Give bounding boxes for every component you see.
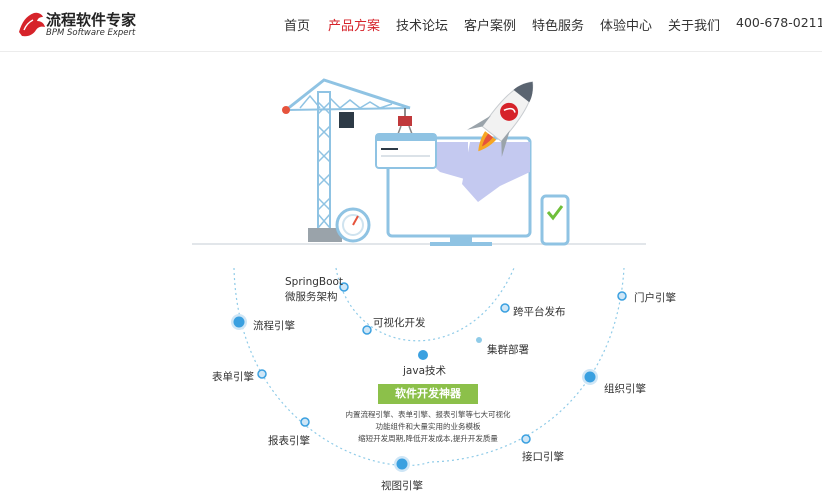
label-flow-engine: 流程引擎 (253, 320, 295, 332)
dot-org-engine (584, 371, 596, 383)
site-logo[interactable]: 流程软件专家 BPM Software Expert (16, 8, 146, 42)
label-microservice: 微服务架构 (285, 291, 338, 303)
rocket-graphic (467, 81, 534, 157)
crane-graphic (282, 78, 413, 243)
description-line-2: 功能组件和大量实用的业务模板 (375, 422, 481, 431)
nav-home[interactable]: 首页 (284, 19, 311, 34)
dot-visual-dev (362, 325, 372, 335)
dot-form-engine (257, 369, 267, 379)
label-form-engine: 表单引擎 (212, 371, 254, 383)
label-api-engine: 接口引擎 (522, 451, 564, 463)
dot-view-engine (396, 458, 408, 470)
dot-springboot (339, 282, 349, 292)
dot-api-engine (521, 434, 531, 444)
label-report-engine: 报表引擎 (268, 435, 310, 447)
description-line-3: 缩短开发周期,降低开发成本,提升开发质量 (358, 434, 498, 443)
label-cross-platform: 跨平台发布 (513, 306, 566, 318)
monitor-graphic (375, 133, 532, 246)
label-springboot: SpringBoot (285, 276, 344, 288)
nav-products[interactable]: 产品方案 (328, 19, 381, 34)
label-cluster: 集群部署 (487, 344, 529, 356)
software-dev-badge: 软件开发神器 (378, 384, 478, 404)
phone-number: 400-678-0211 (736, 15, 822, 30)
dot-java (418, 350, 428, 360)
nav-about[interactable]: 关于我们 (668, 19, 721, 34)
dot-portal-engine (617, 291, 627, 301)
label-visual-dev: 可视化开发 (373, 317, 426, 329)
dot-report-engine (300, 417, 310, 427)
nav-cases[interactable]: 客户案例 (464, 19, 517, 34)
description-line-1: 内置流程引擎、表单引擎、报表引擎等七大可视化 (345, 410, 511, 419)
label-view-engine: 视图引擎 (381, 480, 423, 492)
hero-illustration (192, 78, 646, 246)
phone-graphic (540, 194, 570, 246)
site-header: 流程软件专家 BPM Software Expert 首页 产品方案 技术论坛 … (0, 0, 822, 52)
dot-cross-platform (500, 303, 510, 313)
logo-horse-icon (19, 12, 45, 37)
logo-subtitle: BPM Software Expert (46, 28, 136, 38)
logo-title: 流程软件专家 (46, 11, 137, 29)
orbit-lines (231, 267, 627, 472)
label-java: java技术 (403, 365, 446, 377)
nav-services[interactable]: 特色服务 (532, 19, 585, 34)
label-portal-engine: 门户引擎 (634, 292, 676, 304)
nav-forum[interactable]: 技术论坛 (396, 19, 449, 34)
nav-experience[interactable]: 体验中心 (600, 19, 653, 34)
dot-flow-engine (233, 316, 245, 328)
label-org-engine: 组织引擎 (604, 383, 646, 395)
dot-cluster (476, 337, 482, 343)
feature-diagram: SpringBoot 微服务架构 可视化开发 跨平台发布 集群部署 java技术… (0, 250, 822, 500)
